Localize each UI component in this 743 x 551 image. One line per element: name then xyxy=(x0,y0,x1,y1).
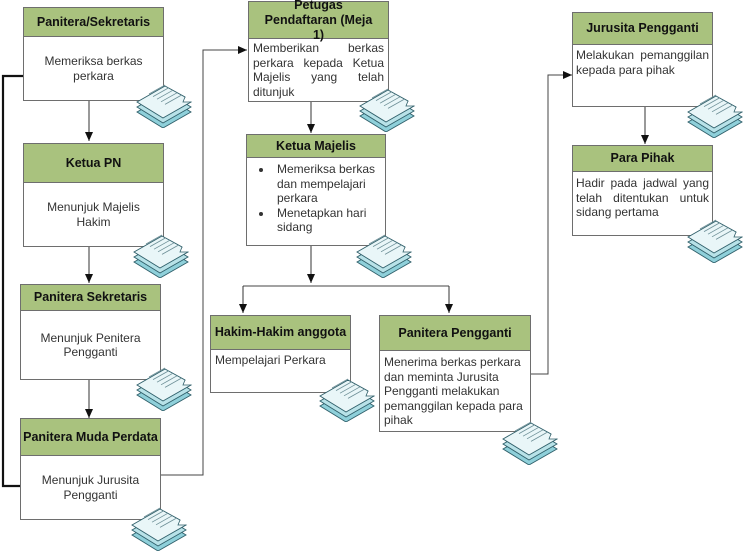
node-body: Memeriksa berkas perkara xyxy=(44,54,143,83)
node-panitera-muda-perdata[interactable]: Panitera Muda Perdata Menunjuk Jurusita … xyxy=(20,418,161,520)
document-stack-icon xyxy=(687,219,743,263)
node-body: Menunjuk Jurusita Pengganti xyxy=(41,473,140,502)
node-body: Menunjuk Majelis Hakim xyxy=(47,200,140,229)
node-body: Mempelajari Perkara xyxy=(215,353,326,367)
node-hakim-anggota[interactable]: Hakim-Hakim anggota Mempelajari Perkara xyxy=(210,315,351,393)
node-body: Menerima berkas perkara dan meminta Juru… xyxy=(384,355,523,427)
node-title: Ketua Majelis xyxy=(247,135,385,158)
node-title: Para Pihak xyxy=(573,146,712,172)
node-title: Hakim-Hakim anggota xyxy=(211,316,350,350)
node-jurusita-pengganti[interactable]: Jurusita Pengganti Melakukan pemanggilan… xyxy=(572,12,713,107)
node-title: Panitera Sekretaris xyxy=(21,285,160,311)
node-title: Petugas Pendaftaran (Meja 1) xyxy=(249,0,388,42)
node-ketua-pn[interactable]: Ketua PN Menunjuk Majelis Hakim xyxy=(23,143,164,247)
node-title: Panitera/Sekretaris xyxy=(24,8,163,37)
node-body: Memberikan berkas perkara kepada Ketua M… xyxy=(253,41,384,99)
document-stack-icon xyxy=(502,421,559,465)
node-body: Melakukan pemanggilan kepada para pihak xyxy=(576,48,709,77)
node-title: Panitera Muda Perdata xyxy=(21,419,160,456)
document-stack-icon xyxy=(356,234,413,278)
bullet-item: Memeriksa berkas dan mempelajari perkara xyxy=(273,162,381,206)
edge-bold-bracket xyxy=(1,74,23,488)
node-body: Hadir pada jadwal yang telah ditentukan … xyxy=(576,176,709,219)
document-stack-icon xyxy=(133,234,190,278)
node-ketua-majelis[interactable]: Ketua Majelis Memeriksa berkas dan mempe… xyxy=(246,134,386,246)
node-title: Panitera Pengganti xyxy=(380,316,530,351)
node-title: Ketua PN xyxy=(24,144,163,183)
document-stack-icon xyxy=(131,507,188,551)
node-panitera-sekretaris-2[interactable]: Panitera Sekretaris Menunjuk Penitera Pe… xyxy=(20,284,161,380)
node-body: Menunjuk Penitera Pengganti xyxy=(40,330,141,360)
document-stack-icon xyxy=(136,367,193,411)
bullet-item: Menetapkan hari sidang xyxy=(273,206,381,235)
edge-pp-to-jurusita xyxy=(531,71,572,375)
node-title: Jurusita Pengganti xyxy=(573,13,712,45)
node-panitera-sekretaris[interactable]: Panitera/Sekretaris Memeriksa berkas per… xyxy=(23,7,164,101)
document-stack-icon xyxy=(136,84,193,128)
node-body: Memeriksa berkas dan mempelajari perkara… xyxy=(247,158,385,239)
document-stack-icon xyxy=(687,94,743,138)
document-stack-icon xyxy=(319,378,376,422)
node-petugas-pendaftaran[interactable]: Petugas Pendaftaran (Meja 1) Memberikan … xyxy=(248,0,389,102)
edge-panmud-to-petugas xyxy=(161,46,247,476)
bullet-list: Memeriksa berkas dan mempelajari perkara… xyxy=(251,162,381,235)
document-stack-icon xyxy=(359,88,416,132)
node-para-pihak[interactable]: Para Pihak Hadir pada jadwal yang telah … xyxy=(572,145,713,236)
node-panitera-pengganti[interactable]: Panitera Pengganti Menerima berkas perka… xyxy=(379,315,531,432)
